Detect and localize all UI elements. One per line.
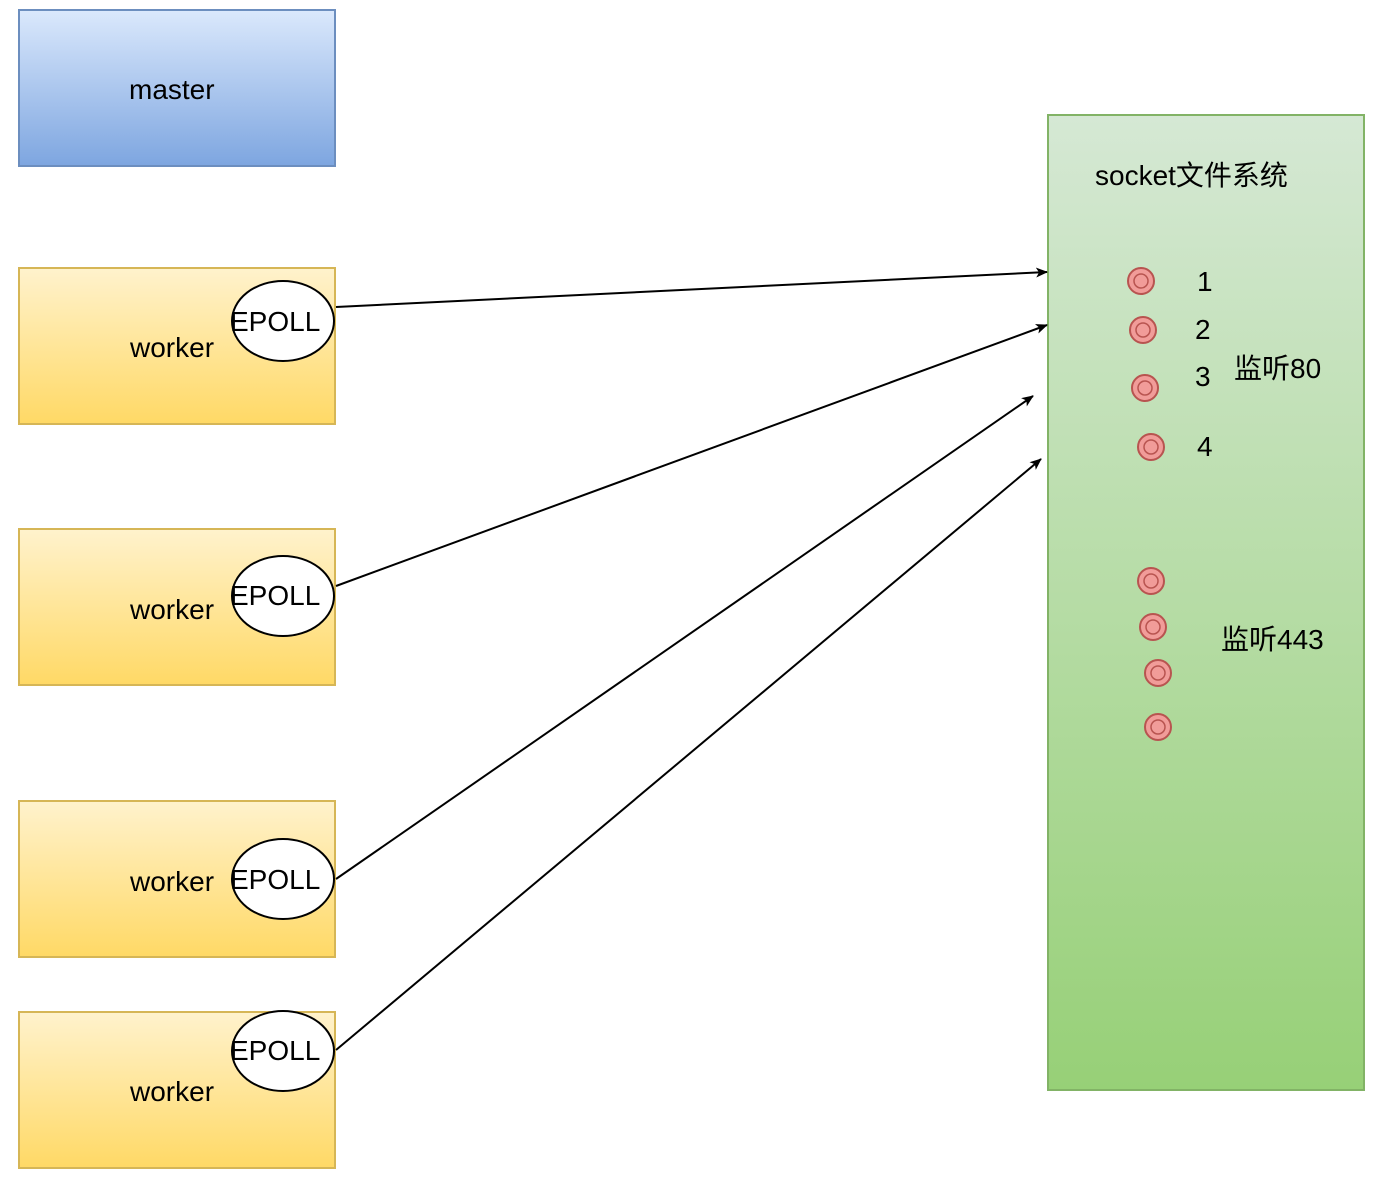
master-label: master — [129, 74, 215, 105]
arrow-worker-3 — [335, 395, 1034, 880]
socket-dot-80-1 — [1127, 267, 1155, 295]
arrow-worker-1 — [335, 267, 1048, 308]
epoll-ellipse-2 — [231, 555, 335, 637]
socket-dot-443-3 — [1144, 659, 1172, 687]
epoll-label-4: EPOLL — [230, 1035, 321, 1066]
epoll-ellipse-1 — [231, 280, 335, 362]
epoll-label-3: EPOLL — [230, 864, 321, 895]
socket-dot-80-3 — [1131, 374, 1159, 402]
port-443-label: 监听443 — [1221, 624, 1324, 655]
socket-title: socket文件系统 — [1095, 160, 1288, 191]
socket-dot-443-2 — [1139, 613, 1167, 641]
socket-filesystem-box — [1047, 114, 1365, 1091]
epoll-ellipse-3 — [231, 838, 335, 920]
worker-label-2: worker — [130, 594, 215, 625]
socket-dot-80-2 — [1129, 316, 1157, 344]
socket-item-label-2: 2 — [1195, 314, 1211, 345]
epoll-ellipse-4 — [231, 1010, 335, 1092]
arrow-worker-2 — [335, 324, 1048, 587]
master-box — [18, 9, 336, 167]
socket-dot-80-4 — [1137, 433, 1165, 461]
port-80-label: 监听80 — [1234, 353, 1322, 384]
worker-label-3: worker — [130, 866, 215, 897]
arrow-worker-4 — [335, 458, 1042, 1051]
socket-item-label-3: 3 — [1195, 361, 1211, 392]
socket-dot-443-1 — [1137, 567, 1165, 595]
socket-item-label-1: 1 — [1197, 266, 1213, 297]
socket-dot-443-4 — [1144, 713, 1172, 741]
epoll-label-2: EPOLL — [230, 580, 321, 611]
socket-item-label-4: 4 — [1197, 431, 1213, 462]
worker-label-1: worker — [130, 332, 215, 363]
worker-label-4: worker — [130, 1076, 215, 1107]
epoll-label-1: EPOLL — [230, 306, 321, 337]
